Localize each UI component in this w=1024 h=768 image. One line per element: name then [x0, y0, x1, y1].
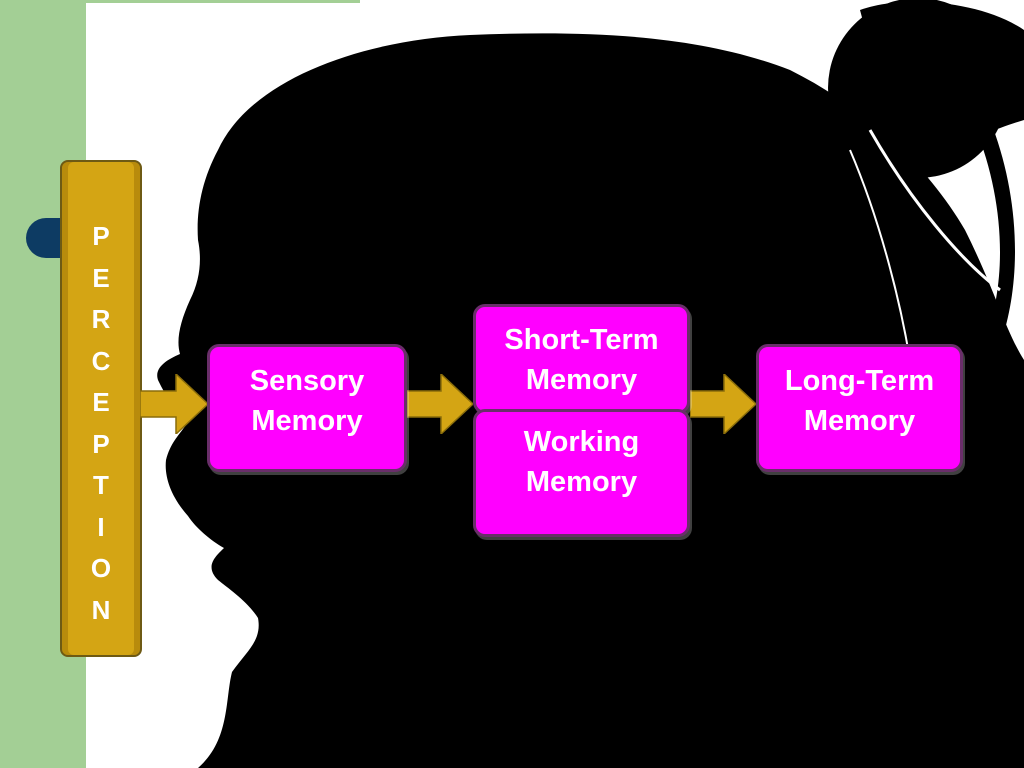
working-memory-line-2: Memory	[525, 466, 638, 498]
perception-letter: E	[92, 262, 110, 293]
perception-letter: P	[92, 221, 110, 251]
short-term-memory-line-1: Short-Term	[504, 324, 659, 356]
perception-letter: I	[97, 511, 105, 542]
perception-vertical-bar: P E R C E P T I O N	[60, 160, 142, 657]
perception-letter: N	[91, 594, 111, 625]
top-green-line	[86, 0, 360, 3]
long-term-memory-line-2: Memory	[803, 405, 916, 437]
perception-letter: O	[90, 553, 112, 583]
perception-letter: C	[91, 345, 111, 376]
short-term-memory-box: Short-Term Memory	[473, 304, 690, 414]
long-term-memory-line-1: Long-Term	[784, 365, 935, 397]
perception-letter: E	[92, 387, 110, 417]
perception-letter: T	[93, 470, 109, 500]
perception-letter: P	[92, 428, 110, 459]
arrow-perception-to-sensory	[140, 374, 208, 434]
perception-letter: R	[91, 304, 111, 334]
sensory-memory-box: Sensory Memory	[207, 344, 407, 472]
sensory-memory-line-1: Sensory	[249, 365, 365, 397]
working-memory-line-1: Working	[523, 426, 640, 458]
arrow-short-term-to-long-term	[690, 374, 756, 434]
sensory-memory-line-2: Memory	[251, 405, 363, 437]
long-term-memory-box: Long-Term Memory	[756, 344, 963, 472]
arrow-sensory-to-short-term	[407, 374, 473, 434]
perception-vertical-text: P E R C E P T I O N	[62, 216, 140, 631]
short-term-memory-line-2: Memory	[525, 364, 638, 396]
working-memory-box: Working Memory	[473, 409, 690, 537]
